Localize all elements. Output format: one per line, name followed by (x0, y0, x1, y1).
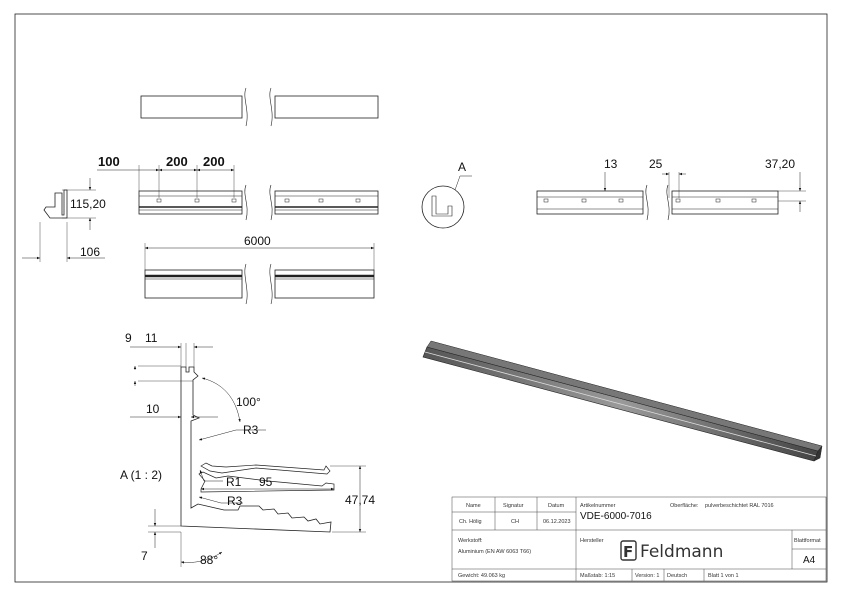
tb-datum-value: 06.12.2023 (543, 519, 571, 525)
dim-r1: R1 (226, 475, 242, 489)
dim-10: 10 (146, 402, 160, 416)
tb-sprache: Deutsch (667, 573, 687, 579)
tb-massstab: Maßstab: 1:15 (580, 573, 615, 579)
tb-artikel-label: Artikelnummer (580, 503, 616, 509)
detail-profile (130, 343, 366, 567)
tb-oberflaeche-value: pulverbeschichtet RAL 7016 (705, 503, 774, 509)
dim-9: 9 (125, 331, 132, 345)
isometric-rail (422, 340, 823, 462)
tb-werkstoff-label: Werkstoff: (458, 538, 483, 544)
dim-37-20: 37,20 (765, 157, 795, 171)
dim-angle-100: 100° (236, 395, 261, 409)
side-profile-view (22, 178, 105, 262)
dim-95: 95 (259, 475, 273, 489)
dim-13: 13 (604, 157, 618, 171)
dim-11: 11 (145, 331, 158, 345)
dim-angle-88: 88° (200, 553, 218, 567)
logo-mark: F (623, 543, 633, 561)
tb-signatur-value: CH (511, 519, 519, 525)
top-view (140, 87, 379, 127)
dim-7: 7 (141, 549, 148, 563)
tb-hersteller-label: Hersteller (580, 538, 604, 544)
tb-name-value: Ch. Hölig (459, 519, 482, 525)
drawing-frame (14, 13, 828, 583)
tb-blattformat-value: A4 (803, 555, 816, 566)
title-block (451, 496, 827, 582)
tb-version: Version: 1 (635, 573, 659, 579)
dim-106: 106 (80, 245, 100, 259)
logo-text: Feldmann (640, 542, 723, 562)
dim-r3-top: R3 (243, 423, 259, 437)
tb-werkstoff-value: Aluminium (EN AW 6063 T66) (458, 549, 531, 555)
dim-47-74: 47,74 (345, 493, 375, 507)
dim-200-first: 200 (166, 154, 188, 169)
dim-r3-bottom: R3 (227, 494, 243, 508)
tb-gewicht: Gewicht: 49.063 kg (458, 573, 505, 579)
front-view (97, 165, 379, 221)
detail-marker (421, 175, 472, 229)
detail-caption: A (1 : 2) (120, 468, 162, 482)
length-view (144, 243, 375, 305)
tb-artikel-value: VDE-6000-7016 (580, 511, 652, 522)
tb-header-signatur: Signatur (503, 503, 524, 509)
tb-header-name: Name (466, 503, 481, 509)
dim-200-second: 200 (203, 154, 225, 169)
tb-oberflaeche-label: Oberfläche: (670, 503, 699, 509)
right-front-view (536, 172, 806, 221)
dim-100: 100 (98, 154, 120, 169)
tb-blattformat-label: Blattformat (794, 538, 821, 544)
detail-marker-label: A (458, 160, 466, 174)
feldmann-logo: F Feldmann (620, 540, 723, 562)
dim-6000: 6000 (244, 234, 271, 248)
tb-blatt: Blatt 1 von 1 (708, 573, 739, 579)
tb-header-datum: Datum (548, 503, 565, 509)
dim-115-20: 115,20 (70, 197, 106, 211)
dim-25: 25 (649, 157, 663, 171)
